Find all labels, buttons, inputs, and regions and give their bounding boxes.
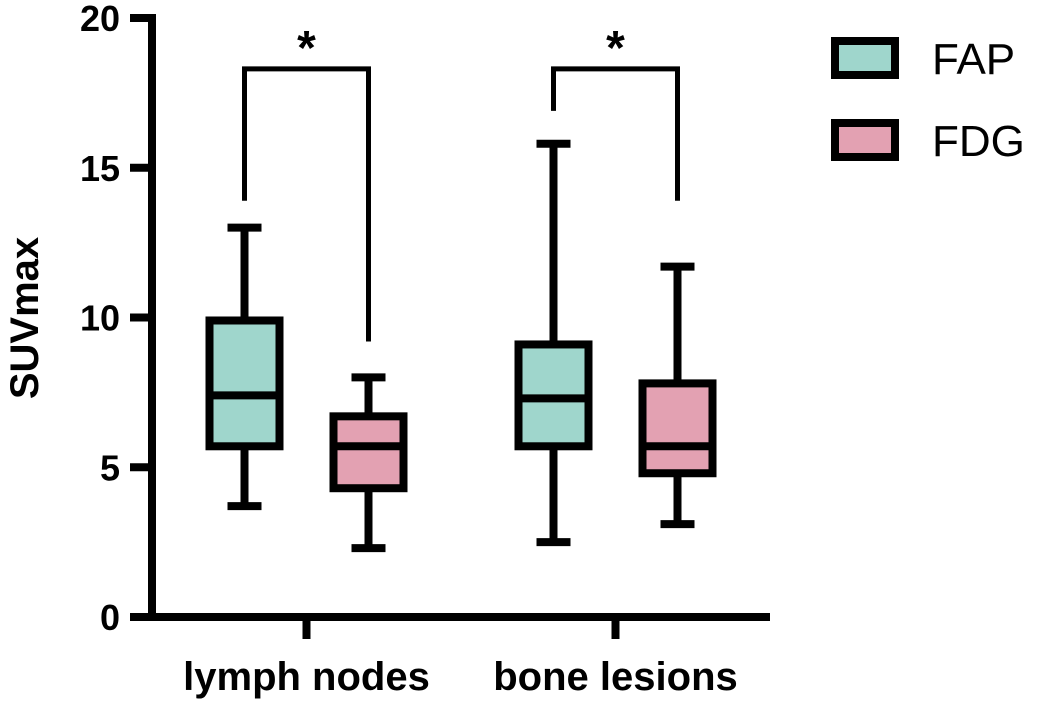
box-fdg-1	[638, 262, 717, 529]
legend-label: FDG	[932, 117, 1025, 166]
legend-swatch	[831, 119, 899, 161]
x-category-label-1: bone lesions	[493, 655, 738, 699]
legend-label: FAP	[932, 35, 1015, 84]
x-category-label-0: lymph nodes	[183, 655, 430, 699]
sig-bracket-0: *	[242, 22, 371, 342]
bracket-line	[242, 66, 371, 342]
x-axis: lymph nodes bone lesions	[148, 613, 770, 699]
legend-item-fdg: FDG	[831, 117, 1025, 166]
y-tick-label-5: 5	[100, 447, 120, 488]
legend: FAP FDG	[831, 35, 1025, 166]
bracket-line	[551, 66, 680, 201]
sig-star: *	[297, 22, 316, 75]
box-iqr	[329, 412, 408, 493]
y-tick-label-0: 0	[100, 597, 120, 638]
box-fap-0	[205, 223, 284, 511]
sig-bracket-1: *	[551, 22, 680, 201]
legend-item-fap: FAP	[831, 35, 1015, 84]
y-tick-label-15: 15	[80, 148, 120, 189]
box-iqr	[638, 379, 717, 478]
sig-star: *	[606, 22, 625, 75]
y-axis-title: SUVmax	[3, 237, 47, 399]
box-fap-1	[514, 139, 593, 547]
box-series	[205, 139, 717, 553]
significance-brackets: **	[242, 22, 680, 342]
y-axis: 0 5 10 15 20	[80, 0, 156, 638]
legend-swatch	[831, 37, 899, 79]
y-tick-label-20: 20	[80, 0, 120, 39]
y-tick-label-10: 10	[80, 298, 120, 339]
box-iqr	[205, 316, 284, 451]
box-fdg-0	[329, 373, 408, 553]
